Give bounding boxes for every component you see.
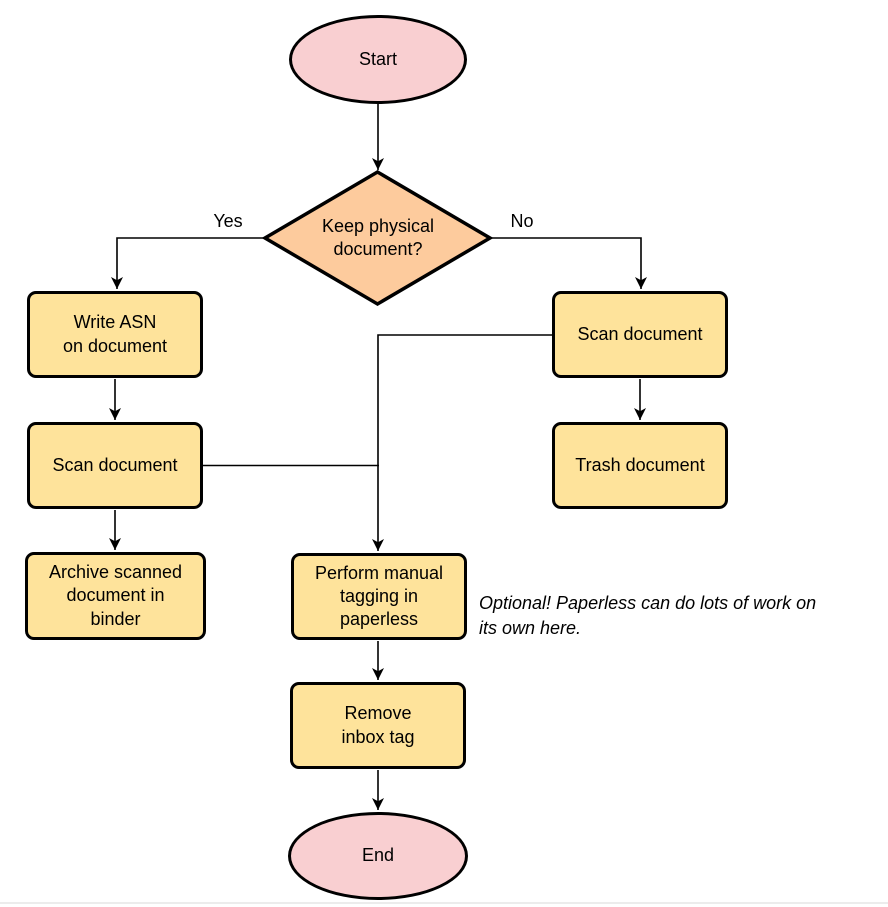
node-manual-tagging-label: Perform manual tagging in paperless (314, 562, 444, 630)
node-decision-label: Keep physical document? (321, 215, 435, 259)
edge-label-no: No (510, 211, 534, 231)
node-trash-document: Trash document (552, 422, 728, 509)
node-decision: Keep physical document? (282, 202, 474, 274)
node-trash-document-label: Trash document (575, 454, 705, 475)
edge-label-yes: Yes (213, 211, 243, 231)
edge-scan-right-to-tagging (372, 334, 552, 551)
node-manual-tagging: Perform manual tagging in paperless (291, 553, 467, 640)
node-start: Start (289, 15, 467, 104)
node-archive-binder-label: Archive scanned document in binder (48, 562, 183, 629)
node-archive-binder: Archive scanned document in binder (25, 552, 206, 640)
page-bottom-divider (0, 902, 888, 904)
node-scan-document-left-label: Scan document (52, 454, 178, 475)
node-scan-document-right-label: Scan document (577, 323, 703, 344)
node-scan-document-right: Scan document (552, 291, 728, 378)
edge-decision-yes-to-write-asn (111, 237, 265, 289)
node-start-label: Start (358, 48, 397, 69)
node-remove-inbox-tag: Remove inbox tag (290, 682, 466, 769)
node-end-label: End (361, 845, 395, 866)
node-write-asn-label: Write ASN on document (62, 312, 168, 356)
edge-decision-no-to-scan-right (490, 237, 647, 289)
node-end: End (288, 812, 468, 900)
optional-note: Optional! Paperless can do lots of work … (479, 593, 817, 638)
decision-diamond-shape (261, 169, 494, 307)
node-scan-document-left: Scan document (27, 422, 203, 509)
node-remove-inbox-tag-label: Remove inbox tag (341, 703, 415, 747)
node-write-asn: Write ASN on document (27, 291, 203, 378)
